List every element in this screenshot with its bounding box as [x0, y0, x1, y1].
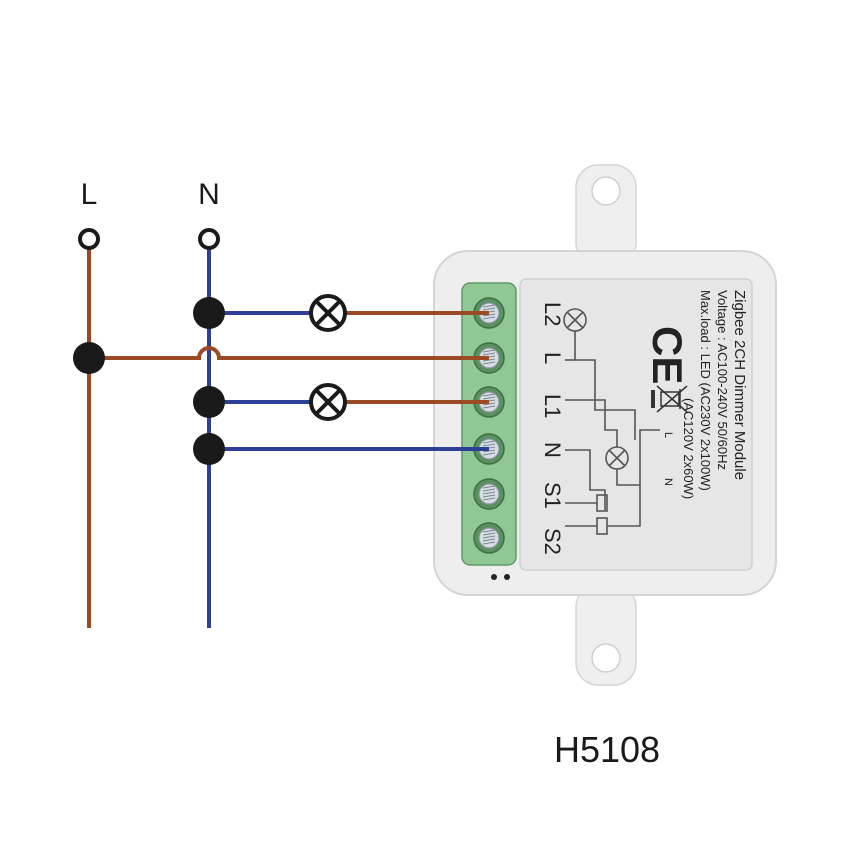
- neutral-label: N: [198, 178, 220, 211]
- weee-bin-icon: [651, 385, 688, 413]
- terminal-label-l: L: [540, 352, 565, 364]
- schematic-label-n: N: [662, 478, 674, 486]
- module-title: Zigbee 2CH Dimmer Module: [731, 290, 748, 480]
- mounting-tab-bottom: [575, 584, 637, 686]
- lamp-2-icon: [309, 383, 347, 421]
- terminal-labels: L2 L L1 N S1 S2: [540, 302, 565, 555]
- module-label-panel: [519, 278, 753, 571]
- terminal-label-l2: L2: [540, 302, 565, 326]
- module-maxload: Max.load : LED (AC230V 2x100W): [698, 290, 713, 491]
- mounting-tab-top: [575, 164, 637, 266]
- terminal-label-l1: L1: [540, 394, 565, 418]
- module-label-text: Zigbee 2CH Dimmer Module Voltage : AC100…: [540, 290, 748, 555]
- junction-neutral-1: [193, 297, 225, 329]
- junction-neutral-2: [193, 386, 225, 418]
- module-maxload-120v: (AC120V 2x60W): [681, 398, 696, 499]
- label-schematic: L N: [563, 308, 674, 535]
- junction-neutral-3: [193, 433, 225, 465]
- status-led-2: [504, 574, 510, 580]
- status-led-1: [491, 574, 497, 580]
- line-label: L: [81, 178, 98, 211]
- terminal-label-s1: S1: [540, 482, 565, 509]
- live-feed-wire: [89, 346, 489, 360]
- module-voltage: Voltage : AC100-240V 50/60Hz: [715, 290, 730, 470]
- lamp-1-icon: [309, 294, 347, 332]
- schematic-label-l: L: [662, 432, 674, 438]
- ce-mark: CE: [644, 326, 691, 384]
- model-number: H5108: [554, 729, 660, 770]
- junction-live: [73, 342, 105, 374]
- terminal-screw-s2: [473, 522, 505, 554]
- neutral-terminal: [198, 228, 220, 250]
- line-terminal: [78, 228, 100, 250]
- terminal-label-s2: S2: [540, 528, 565, 555]
- terminal-label-n: N: [540, 442, 565, 458]
- terminal-screw-s1: [473, 478, 505, 510]
